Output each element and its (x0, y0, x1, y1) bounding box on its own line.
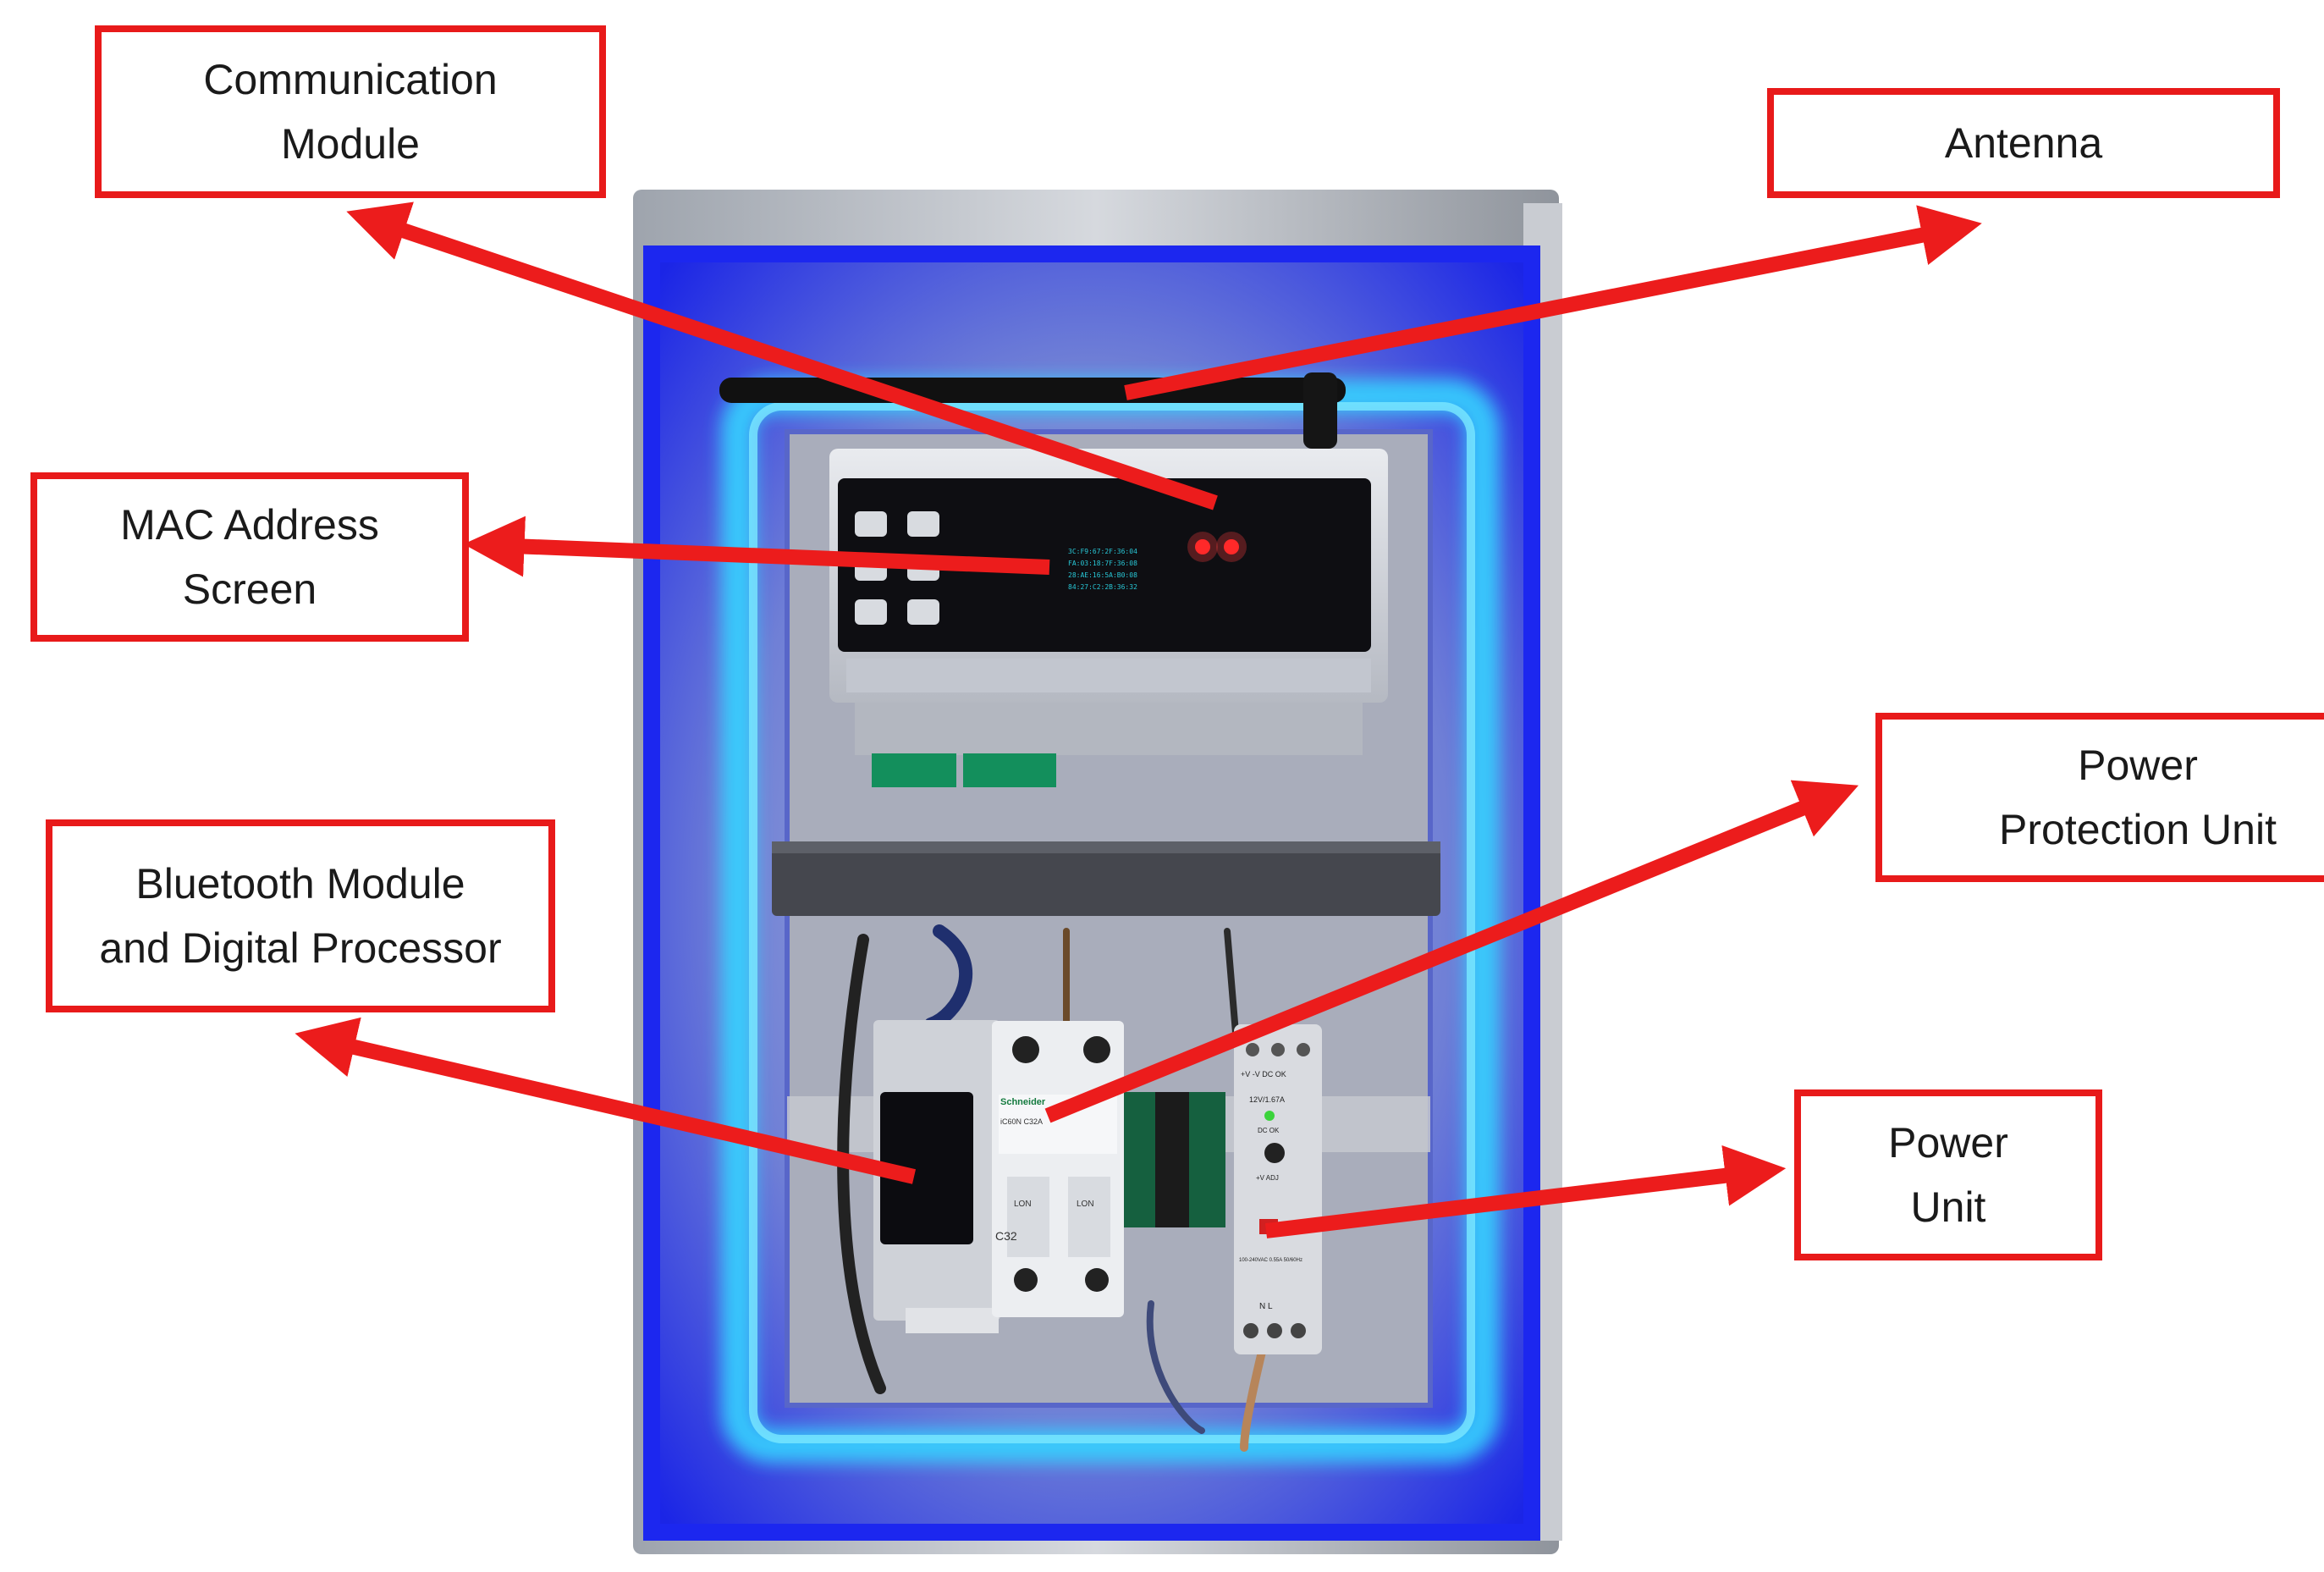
bluetooth-module-label: Bluetooth Module and Digital Processor (46, 819, 555, 1012)
power-protection-unit-label: Power Protection Unit (1875, 713, 2324, 882)
psu-adj-label: +V ADJ (1256, 1174, 1279, 1182)
breaker-model-label: iC60N C32A (1000, 1117, 1043, 1126)
communication-module (829, 449, 1388, 787)
breaker-pole-label-right: LON (1077, 1200, 1094, 1209)
arrow-power-unit (1264, 1145, 1787, 1238)
mac-line-1: 3C:F9:67:2F:36:04 (1068, 548, 1137, 555)
breaker-rating-label: C32 (995, 1229, 1017, 1243)
psu-dcok-label: DC OK (1258, 1127, 1280, 1134)
psu-input-label: 100-240VAC 0.55A 50/60Hz (1239, 1258, 1302, 1263)
power-supply-unit: +V -V DC OK 12V/1.67A DC OK +V ADJ 100-2… (1234, 1024, 1322, 1354)
communication-module-label: Communication Module (95, 25, 606, 198)
antenna-text: Antenna (1944, 119, 2103, 167)
terminal-block (1124, 1092, 1225, 1227)
arrow-power-protection-unit (1044, 780, 1859, 1123)
callout-arrows (295, 201, 1982, 1238)
power-unit-text: Power Unit (1888, 1119, 2008, 1231)
psu-top-label: +V -V DC OK (1241, 1070, 1286, 1078)
breaker-brand-label: Schneider (1000, 1097, 1046, 1107)
bluetooth-module (873, 1020, 1000, 1333)
mac-address-screen-text: MAC Address Screen (120, 501, 379, 613)
mac-line-2: FA:03:18:7F:36:08 (1068, 560, 1137, 567)
circuit-breaker: Schneider iC60N C32A LON LON C32 (992, 1021, 1124, 1317)
arrow-bluetooth-module (295, 1017, 917, 1184)
mac-line-3: 28:AE:16:5A:B0:08 (1068, 571, 1137, 579)
arrow-mac-address-screen (463, 516, 1050, 577)
power-protection-unit-text: Power Protection Unit (1999, 742, 2277, 853)
arrow-antenna (1124, 205, 1982, 400)
psu-terminals-label: N L (1259, 1302, 1273, 1311)
breaker-pole-label-left: LON (1014, 1200, 1032, 1209)
mac-address-screen-label: MAC Address Screen (30, 472, 469, 642)
mac-line-4: 84:27:C2:2B:36:32 (1068, 583, 1137, 591)
cables (837, 924, 1274, 1452)
antenna-label: Antenna (1767, 88, 2280, 198)
power-unit-label: Power Unit (1794, 1089, 2102, 1260)
bluetooth-module-text: Bluetooth Module and Digital Processor (99, 860, 502, 972)
communication-module-text: Communication Module (203, 56, 498, 168)
cable-duct (772, 841, 1440, 916)
psu-spec-label: 12V/1.67A (1249, 1095, 1285, 1104)
mac-address-screen: 3C:F9:67:2F:36:04 FA:03:18:7F:36:08 28:A… (1068, 548, 1137, 591)
arrow-communication-module (346, 201, 1218, 510)
